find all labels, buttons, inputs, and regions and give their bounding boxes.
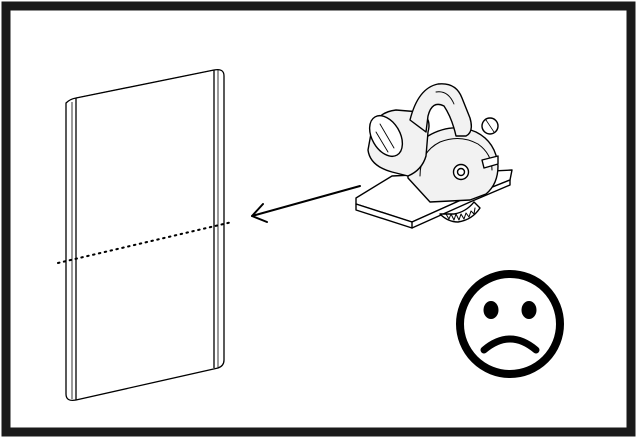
sad-face-icon [456,270,564,378]
dotted-cut-line [57,221,233,264]
circular-saw-icon [355,83,513,229]
door-panel-icon [65,68,225,402]
arrow-left-icon [251,185,361,223]
